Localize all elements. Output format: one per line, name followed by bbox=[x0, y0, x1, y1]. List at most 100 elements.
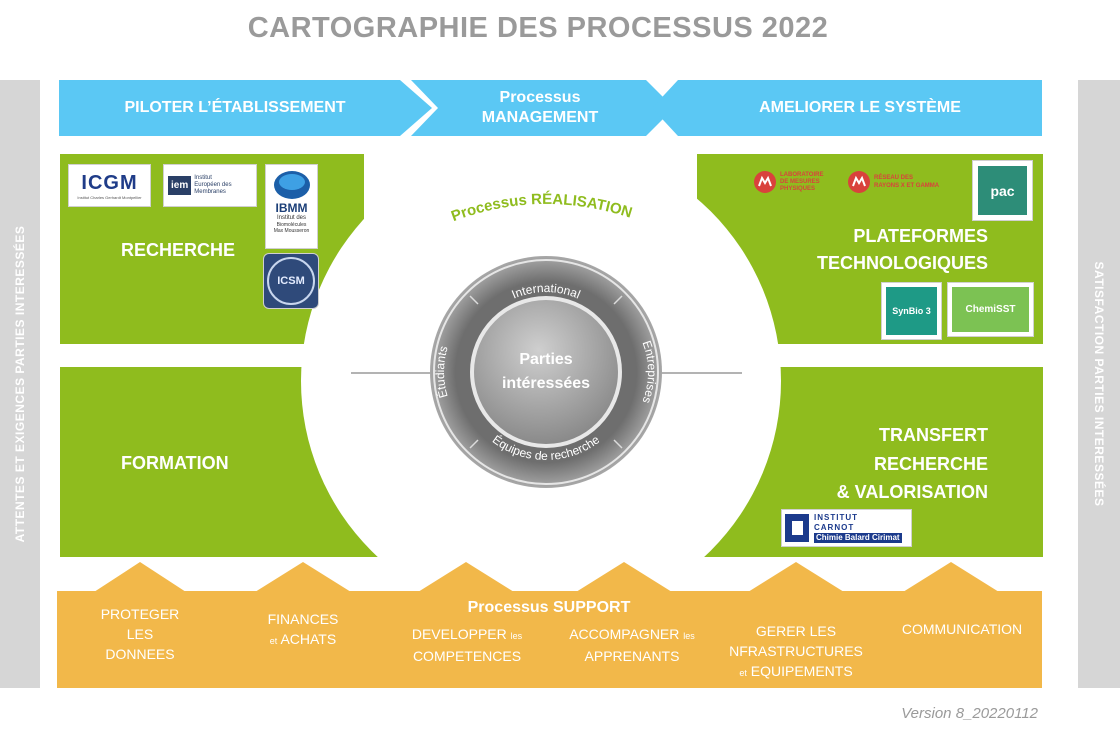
plateformes-line2: TECHNOLOGIQUES bbox=[816, 253, 988, 273]
support-item-line: FINANCES bbox=[267, 611, 339, 627]
management-left-label: PILOTER L’ÉTABLISSEMENT bbox=[124, 99, 346, 116]
support-arrow-1 bbox=[94, 562, 186, 592]
rrg-line1: RÉSEAU DES bbox=[874, 175, 914, 181]
icsm-logo-text: ICSM bbox=[267, 257, 315, 305]
version-label: Version 8_20220112 bbox=[901, 705, 1038, 722]
management-right-label: AMELIORER LE SYSTÈME bbox=[759, 99, 961, 116]
support-title: Processus SUPPORT bbox=[467, 599, 631, 616]
support-item-line: DEVELOPPER bbox=[411, 626, 507, 642]
transfert-label: TRANSFERT RECHERCHE & VALORISATION bbox=[790, 421, 988, 507]
support-item-line: COMMUNICATION bbox=[901, 621, 1023, 637]
support-arrow-5 bbox=[748, 562, 844, 592]
lmp-logo: LABORATOIRE DE MESURES PHYSIQUES bbox=[753, 170, 823, 194]
svg-text:Entreprises: Entreprises bbox=[640, 339, 660, 406]
icgm-logo-text: ICGM bbox=[81, 171, 138, 194]
svg-text:Étudiants: Étudiants bbox=[433, 344, 451, 399]
transfert-line3: & VALORISATION bbox=[836, 482, 988, 502]
page-title: CARTOGRAPHIE DES PROCESSUS 2022 bbox=[247, 12, 829, 44]
pac-logo: pac bbox=[972, 160, 1033, 221]
icsm-logo: ICSM bbox=[263, 253, 319, 309]
realisation-label-svg: Processus RÉALISATION bbox=[449, 191, 634, 225]
carnot-line2: CARNOT bbox=[814, 523, 855, 532]
lmp-line2: DE MESURES bbox=[780, 178, 820, 185]
carnot-line1: INSTITUT bbox=[814, 513, 858, 522]
carnot-logo-text: INSTITUT CARNOT Chimie Balard Cirimat bbox=[814, 513, 902, 543]
hub-center-line1: Parties bbox=[519, 351, 572, 368]
svg-text:International: International bbox=[510, 281, 583, 302]
hub-ring-right: Entreprises bbox=[640, 339, 660, 406]
iem-logo-mark: iem bbox=[168, 176, 192, 195]
hub-tick bbox=[469, 295, 479, 305]
support-item-line: PROTEGER bbox=[100, 606, 180, 622]
management-center-line2: MANAGEMENT bbox=[481, 109, 599, 126]
lmp-logo-icon bbox=[754, 171, 776, 193]
support-item-competences: DEVELOPPER les COMPETENCES bbox=[396, 624, 538, 666]
iem-line3: Membranes bbox=[194, 189, 226, 195]
hub-tick bbox=[613, 295, 623, 305]
ibmm-logo-text: IBMM bbox=[275, 201, 308, 215]
transfert-line1: TRANSFERT bbox=[879, 425, 988, 445]
support-item-line: ACHATS bbox=[280, 631, 337, 647]
lmp-line3: PHYSIQUES bbox=[780, 185, 816, 192]
support-band bbox=[57, 591, 1042, 688]
support-arrow-3 bbox=[418, 562, 514, 592]
support-item-infrastructures: GERER LES NFRASTRUCTURES et EQUIPEMENTS bbox=[724, 621, 868, 683]
management-right-arrow bbox=[652, 80, 1042, 136]
chemisst-logo-text: ChemiSST bbox=[952, 287, 1029, 332]
pac-logo-text: pac bbox=[978, 166, 1027, 215]
hub-center-line2: intéressées bbox=[502, 375, 590, 392]
support-item-finances: FINANCES et ACHATS bbox=[243, 609, 363, 651]
carnot-logo: INSTITUT CARNOT Chimie Balard Cirimat bbox=[781, 509, 912, 547]
management-center-label: Processus MANAGEMENT bbox=[440, 80, 640, 136]
iem-line2: Européen des bbox=[194, 182, 232, 188]
support-item-line: GERER LES bbox=[755, 623, 837, 639]
stakeholder-hub: International Équipes de recherche Étudi… bbox=[430, 256, 662, 488]
hub-ring-highlight bbox=[433, 259, 659, 485]
hub-ring-left: Étudiants bbox=[433, 344, 451, 399]
support-arrow-4 bbox=[576, 562, 672, 592]
transfert-line2: RECHERCHE bbox=[873, 453, 988, 474]
support-arrow-2 bbox=[255, 562, 351, 592]
support-arrow-6 bbox=[903, 562, 999, 592]
icgm-logo-sub: Institut Charles Gerhardt Montpellier bbox=[77, 194, 142, 200]
hub-ring-top: International bbox=[510, 281, 583, 302]
synbio-logo-text: SynBio 3 bbox=[886, 287, 937, 335]
support-item-line: NFRASTRUCTURES bbox=[729, 643, 863, 659]
support-item-small: et bbox=[739, 668, 747, 678]
ibmm-line1: Institut des bbox=[276, 215, 306, 221]
support-item-line: ACCOMPAGNER bbox=[569, 626, 680, 642]
side-bar-right: SATISFACTION PARTIES INTERESSÉES bbox=[1078, 80, 1120, 688]
side-bar-left: ATTENTES ET EXIGENCES PARTIES INTERESSÉE… bbox=[0, 80, 40, 688]
hub-tick bbox=[613, 439, 623, 449]
iem-line1: Institut bbox=[194, 175, 212, 181]
ibmm-line2: Biomolécules bbox=[276, 222, 307, 228]
synbio-logo: SynBio 3 bbox=[881, 282, 942, 340]
plateformes-line1: PLATEFORMES bbox=[853, 226, 988, 246]
rrg-logo: RÉSEAU DES RAYONS X ET GAMMA bbox=[847, 170, 939, 194]
iem-logo: iem Institut Européen des Membranes bbox=[163, 164, 257, 207]
ibmm-line3: Max Mousseron bbox=[273, 228, 310, 234]
icgm-logo: ICGM Institut Charles Gerhardt Montpelli… bbox=[68, 164, 151, 207]
support-item-line: EQUIPEMENTS bbox=[750, 663, 853, 679]
support-item-communication: COMMUNICATION bbox=[884, 619, 1040, 639]
iem-logo-text: Institut Européen des Membranes bbox=[194, 175, 231, 196]
lmp-logo-text: LABORATOIRE DE MESURES PHYSIQUES bbox=[780, 172, 823, 193]
support-item-line: COMPETENCES bbox=[412, 648, 522, 664]
carnot-logo-icon bbox=[785, 514, 809, 542]
recherche-label: RECHERCHE bbox=[121, 240, 236, 260]
svg-text:Processus RÉALISATION: Processus RÉALISATION bbox=[449, 191, 634, 225]
formation-label: FORMATION bbox=[121, 453, 229, 473]
support-item-line: DONNEES bbox=[105, 646, 175, 662]
realisation-label: Processus RÉALISATION bbox=[449, 191, 634, 225]
management-left-arrow bbox=[59, 80, 432, 136]
rrg-logo-icon bbox=[848, 171, 870, 193]
management-center-arrow bbox=[411, 80, 674, 136]
rrg-line2: RAYONS X ET GAMMA bbox=[874, 183, 940, 189]
support-item-small: et bbox=[269, 636, 278, 646]
support-item-small: les bbox=[683, 631, 695, 641]
plateformes-label: PLATEFORMES TECHNOLOGIQUES bbox=[790, 223, 988, 277]
hub-tick bbox=[469, 439, 479, 449]
lmp-line1: LABORATOIRE bbox=[780, 171, 824, 178]
ibmm-ring-icon bbox=[273, 171, 310, 199]
support-item-small: les bbox=[510, 631, 523, 641]
